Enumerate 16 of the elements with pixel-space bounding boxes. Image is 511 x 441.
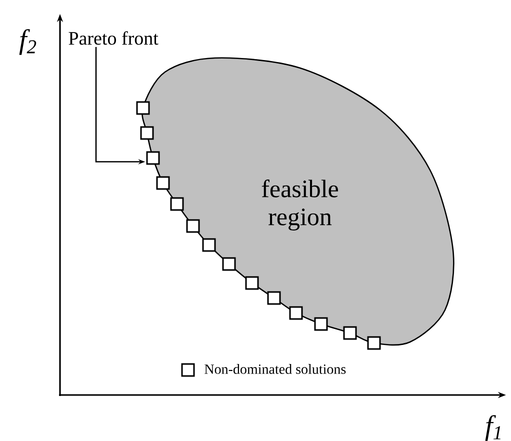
feasible-region: feasible region [142, 57, 454, 346]
solution-marker [222, 257, 236, 271]
solution-marker [156, 176, 170, 190]
axis-label: f$_{2}$ [19, 29, 36, 55]
solution-marker [146, 151, 160, 165]
legend-text: Non-dominated solutions [204, 364, 346, 374]
solution-marker [202, 238, 216, 252]
annotation-text: Pareto front [68, 31, 158, 45]
solution-marker [186, 219, 200, 233]
solution-marker [136, 101, 150, 115]
solution-marker [314, 317, 328, 331]
axis-label: f$_{1}$ [485, 415, 500, 441]
solution-marker [140, 126, 154, 140]
solution-marker [367, 336, 381, 350]
solution-marker [245, 276, 259, 290]
solution-marker [289, 306, 303, 320]
